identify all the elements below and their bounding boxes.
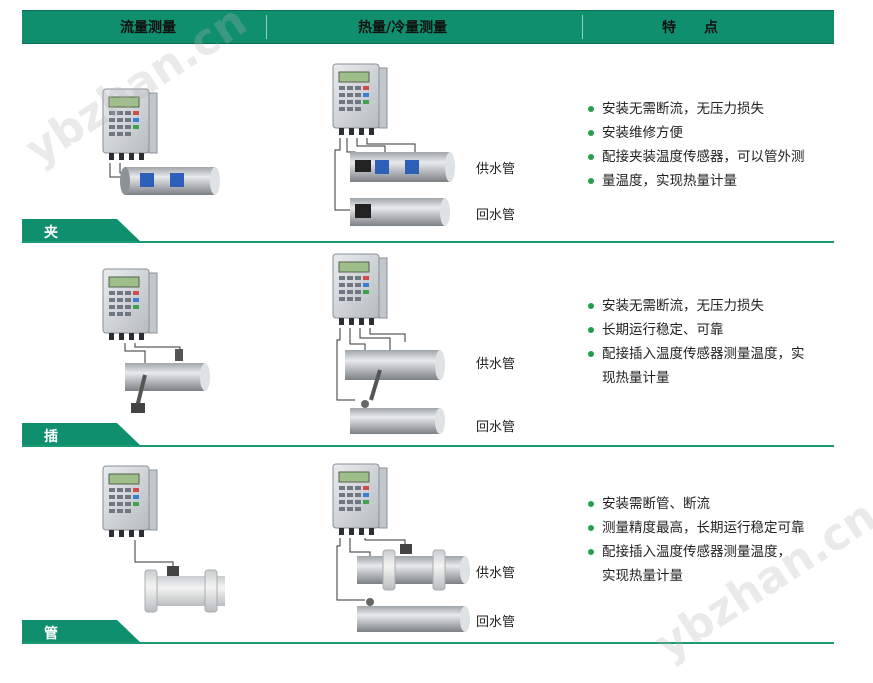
insertion-heat-illustration — [332, 253, 445, 434]
pipe-section-flow-illustration — [102, 465, 225, 613]
supply-pipe-label: 供水管 — [476, 357, 516, 372]
features-list: 安装无需断流，无压力损失 安装维修方便 配接夹装温度传感器，可以管外测 量温度，… — [588, 97, 843, 193]
header-heat-measure: 热量/冷量测量 — [358, 20, 448, 36]
feature-item-continued: 现热量计量 — [602, 370, 670, 386]
section-divider — [22, 445, 834, 447]
header-features: 特 点 — [662, 20, 718, 36]
feature-item: 安装维修方便 — [588, 121, 843, 145]
features-list: 安装无需断流，无压力损失 长期运行稳定、可靠 配接插入温度传感器测量温度，实 现… — [588, 294, 843, 390]
return-pipe-label: 回水管 — [476, 420, 516, 435]
feature-item: 安装需断管、断流 — [588, 492, 843, 516]
supply-pipe-label: 供水管 — [476, 162, 516, 177]
pipe-section-heat-illustration — [332, 463, 470, 632]
feature-item-continued: 量温度，实现热量计量 — [588, 169, 843, 193]
feature-item: 测量精度最高，长期运行稳定可靠 — [588, 516, 843, 540]
features-list: 安装需断管、断流 测量精度最高，长期运行稳定可靠 配接插入温度传感器测量温度， … — [588, 492, 843, 588]
section-divider — [22, 642, 834, 644]
section-label: 插入式 — [44, 429, 58, 485]
header-divider — [266, 15, 267, 39]
header-flow-measure: 流量测量 — [120, 20, 176, 36]
feature-item: 配接插入温度传感器测量温度，实 — [588, 342, 843, 366]
insertion-flow-illustration — [102, 268, 210, 413]
return-pipe-label: 回水管 — [476, 208, 516, 223]
feature-item: 安装无需断流，无压力损失 — [588, 97, 843, 121]
feature-item: 配接夹装温度传感器，可以管外测 — [588, 145, 843, 169]
feature-item: 长期运行稳定、可靠 — [588, 318, 843, 342]
supply-pipe-label: 供水管 — [476, 566, 516, 581]
section-label: 夹装式 — [44, 225, 58, 281]
clamp-heat-illustration — [332, 63, 455, 226]
feature-item: 配接插入温度传感器测量温度， — [588, 540, 843, 564]
header-divider — [582, 15, 583, 39]
table-header: 流量测量 热量/冷量测量 特 点 — [22, 10, 834, 44]
section-label: 管段式 — [44, 626, 58, 682]
feature-item: 安装无需断流，无压力损失 — [588, 294, 843, 318]
section-divider — [22, 241, 834, 243]
clamp-flow-illustration — [102, 88, 220, 195]
return-pipe-label: 回水管 — [476, 615, 516, 630]
feature-item-continued: 实现热量计量 — [602, 568, 683, 584]
